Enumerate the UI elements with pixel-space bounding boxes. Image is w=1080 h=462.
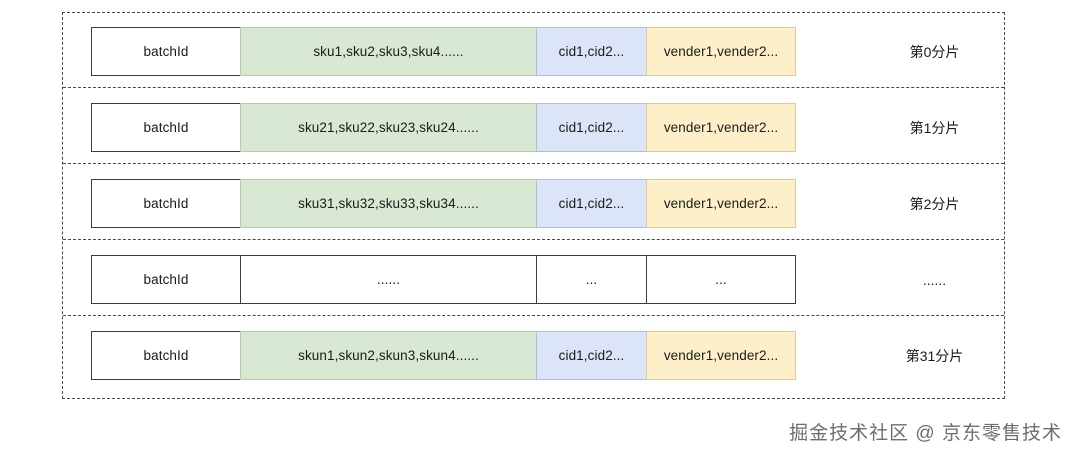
footer-watermark: 掘金技术社区 @ 京东零售技术 (789, 423, 1062, 444)
shard-label: 第1分片 (909, 119, 960, 136)
batch-id-cell: batchId (91, 27, 241, 76)
vendor-list-cell: vender1,vender2... (646, 103, 796, 152)
shard-row: batchId sku21,sku22,sku23,sku24...... ci… (63, 89, 1004, 164)
sku-list-cell: sku31,sku32,sku33,sku34...... (240, 179, 537, 228)
batch-id-cell: batchId (91, 255, 241, 304)
shard-label: ...... (922, 271, 947, 288)
cid-list-cell: cid1,cid2... (536, 179, 647, 228)
vendor-list-cell: vender1,vender2... (646, 331, 796, 380)
shard-label: 第2分片 (909, 195, 960, 212)
cid-list-cell: cid1,cid2... (536, 27, 647, 76)
record-strip: batchId ...... ... ... (91, 255, 796, 304)
shard-container: batchId sku1,sku2,sku3,sku4...... cid1,c… (62, 12, 1005, 399)
record-strip: batchId skun1,skun2,skun3,skun4...... ci… (91, 331, 796, 380)
shard-label: 第0分片 (909, 43, 960, 60)
batch-id-cell: batchId (91, 179, 241, 228)
shard-row: batchId sku31,sku32,sku33,sku34...... ci… (63, 165, 1004, 240)
cid-list-cell: ... (536, 255, 647, 304)
record-strip: batchId sku21,sku22,sku23,sku24...... ci… (91, 103, 796, 152)
sku-list-cell: skun1,skun2,skun3,skun4...... (240, 331, 537, 380)
sku-list-cell: sku1,sku2,sku3,sku4...... (240, 27, 537, 76)
record-strip: batchId sku1,sku2,sku3,sku4...... cid1,c… (91, 27, 796, 76)
shard-row: batchId skun1,skun2,skun3,skun4...... ci… (63, 317, 1004, 392)
shard-label: 第31分片 (905, 347, 964, 364)
vendor-list-cell: vender1,vender2... (646, 179, 796, 228)
cid-list-cell: cid1,cid2... (536, 331, 647, 380)
shard-row: batchId sku1,sku2,sku3,sku4...... cid1,c… (63, 13, 1004, 88)
cid-list-cell: cid1,cid2... (536, 103, 647, 152)
shard-row: batchId ...... ... ... ...... (63, 241, 1004, 316)
sku-list-cell: sku21,sku22,sku23,sku24...... (240, 103, 537, 152)
batch-id-cell: batchId (91, 331, 241, 380)
batch-id-cell: batchId (91, 103, 241, 152)
record-strip: batchId sku31,sku32,sku33,sku34...... ci… (91, 179, 796, 228)
sku-list-cell: ...... (240, 255, 537, 304)
vendor-list-cell: vender1,vender2... (646, 27, 796, 76)
vendor-list-cell: ... (646, 255, 796, 304)
